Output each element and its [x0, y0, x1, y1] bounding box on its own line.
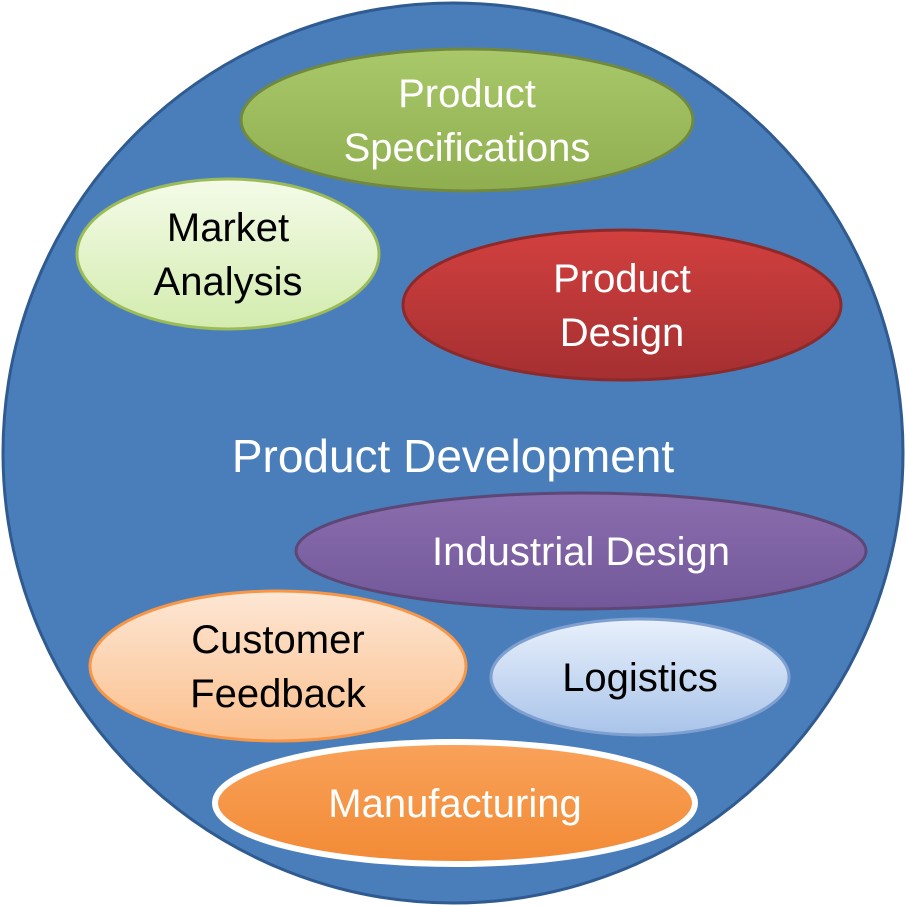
customer-feedback-label-line-1: Customer: [191, 618, 364, 662]
product-design-ellipse: [401, 228, 843, 382]
industrial-design-label-line-1: Industrial Design: [432, 530, 730, 574]
logistics-ellipse: [489, 617, 791, 737]
product-design-label-line-1: Product: [553, 257, 691, 301]
market-analysis-label-line-2: Analysis: [154, 260, 303, 304]
customer-feedback-label-line-2: Feedback: [190, 672, 367, 716]
industrial-design-ellipse: [294, 491, 868, 611]
customer-feedback-ellipse: [88, 589, 468, 743]
product-specifications-ellipse: [239, 47, 695, 193]
product-specifications-label-line-2: Specifications: [344, 126, 591, 170]
product-design-label-line-2: Design: [560, 311, 685, 355]
market-analysis-label-line-1: Market: [167, 206, 289, 250]
product-development-label: Product Development: [232, 430, 675, 482]
market-analysis-ellipse: [75, 177, 381, 331]
manufacturing-label-line-1: Manufacturing: [328, 782, 581, 826]
product-specifications-label-line-1: Product: [398, 72, 536, 116]
logistics-node: Logistics: [489, 617, 791, 737]
logistics-label-line-1: Logistics: [562, 656, 718, 700]
manufacturing-node: Manufacturing: [212, 739, 698, 867]
industrial-design-node: Industrial Design: [294, 491, 868, 611]
manufacturing-ellipse: [212, 739, 698, 867]
